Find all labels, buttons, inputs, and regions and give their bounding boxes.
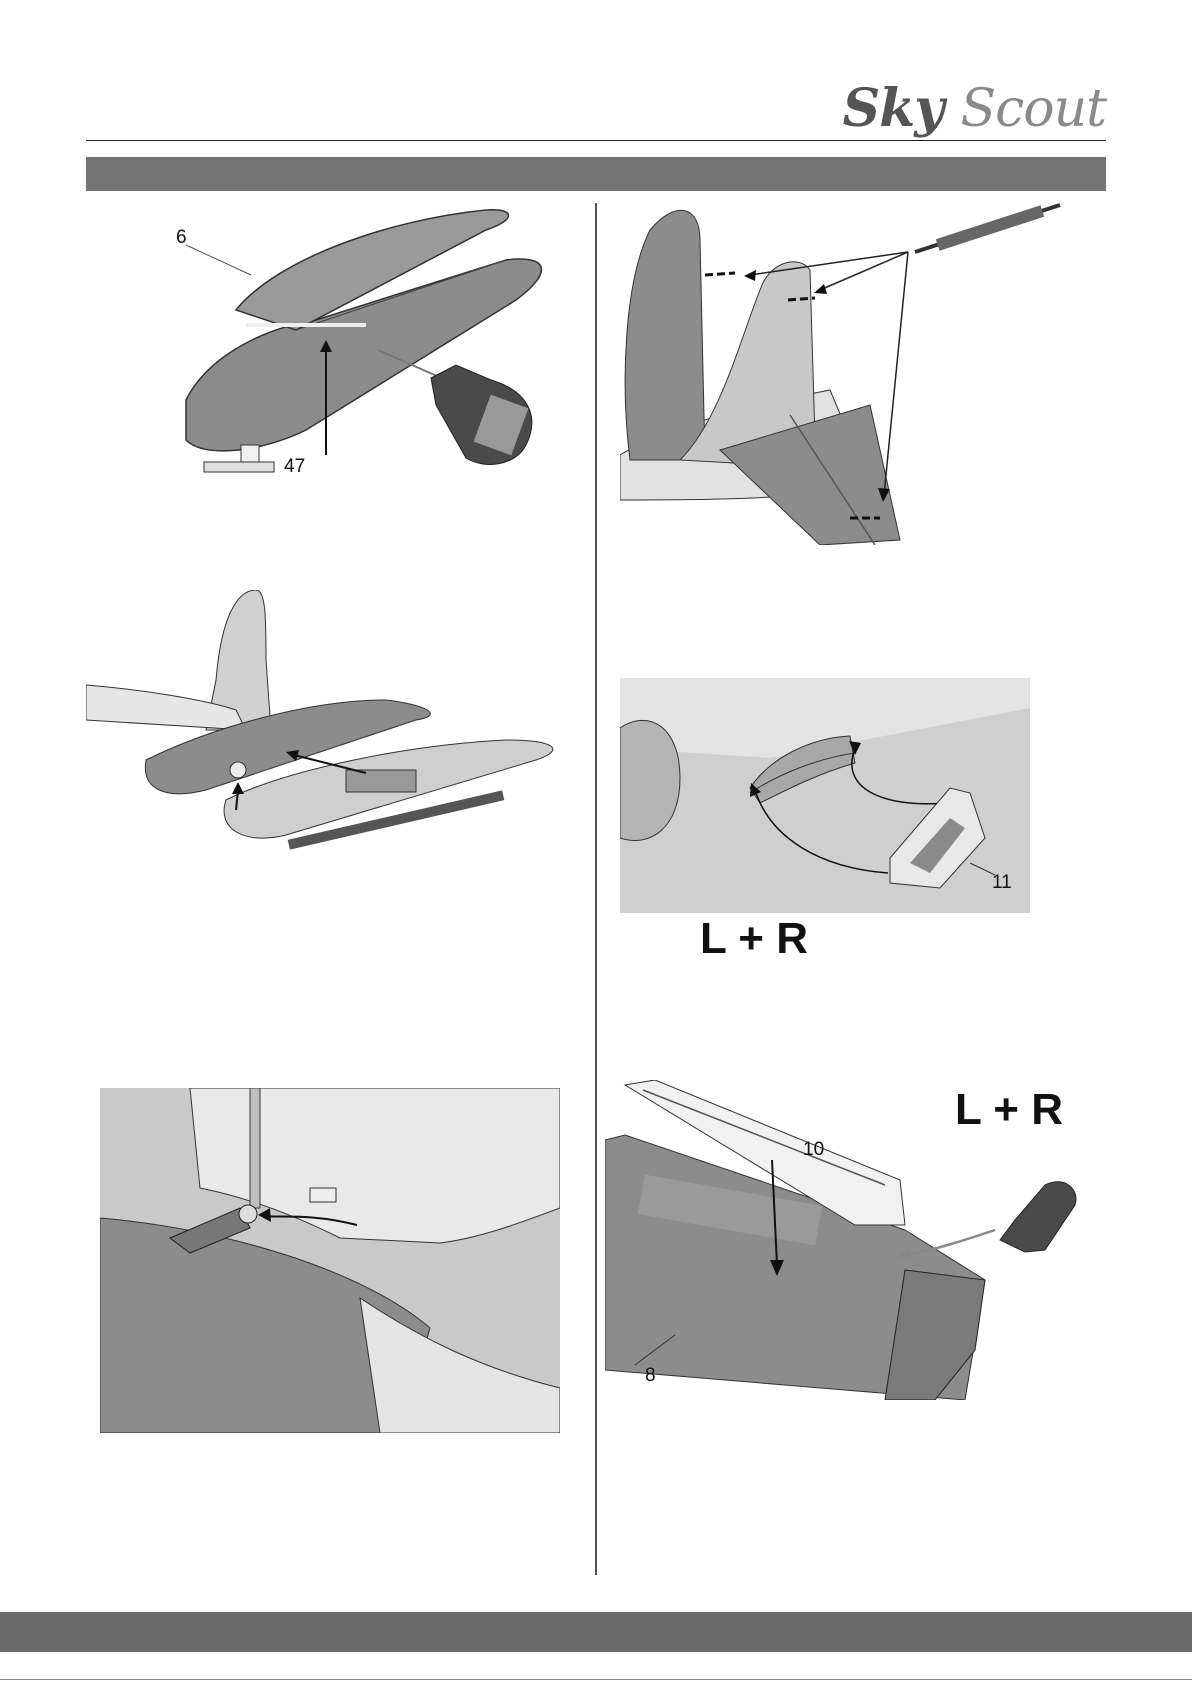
callout-part-6: 6 [176,227,187,248]
header-rule [86,140,1106,141]
logo-word-sky: Sky [843,78,944,139]
section-title-band [86,157,1106,191]
callout-part-8: 8 [645,1365,656,1386]
callout-part-11: 11 [992,872,1012,893]
left-right-label-block: L + R [950,1080,1090,1135]
figure-stabilizer-fitting [86,590,566,860]
footer-band [0,1612,1192,1652]
figure-fairing-attachment: 11 L + R [620,678,1090,963]
logo-word-scout: Scout [961,79,1106,139]
figure-rudder-horn [100,1088,560,1433]
figure-tail-pushrods [620,200,1090,545]
column-divider [595,203,597,1575]
left-right-label: L + R [700,914,808,963]
left-right-label-2: L + R [955,1085,1063,1134]
callout-part-47: 47 [284,456,305,477]
callout-part-10: 10 [803,1139,824,1160]
footer-rule [0,1679,1192,1680]
figure-stabilizer-joiner: 6 47 [86,200,586,500]
sky-scout-logo: Sky Scout [843,78,1106,139]
